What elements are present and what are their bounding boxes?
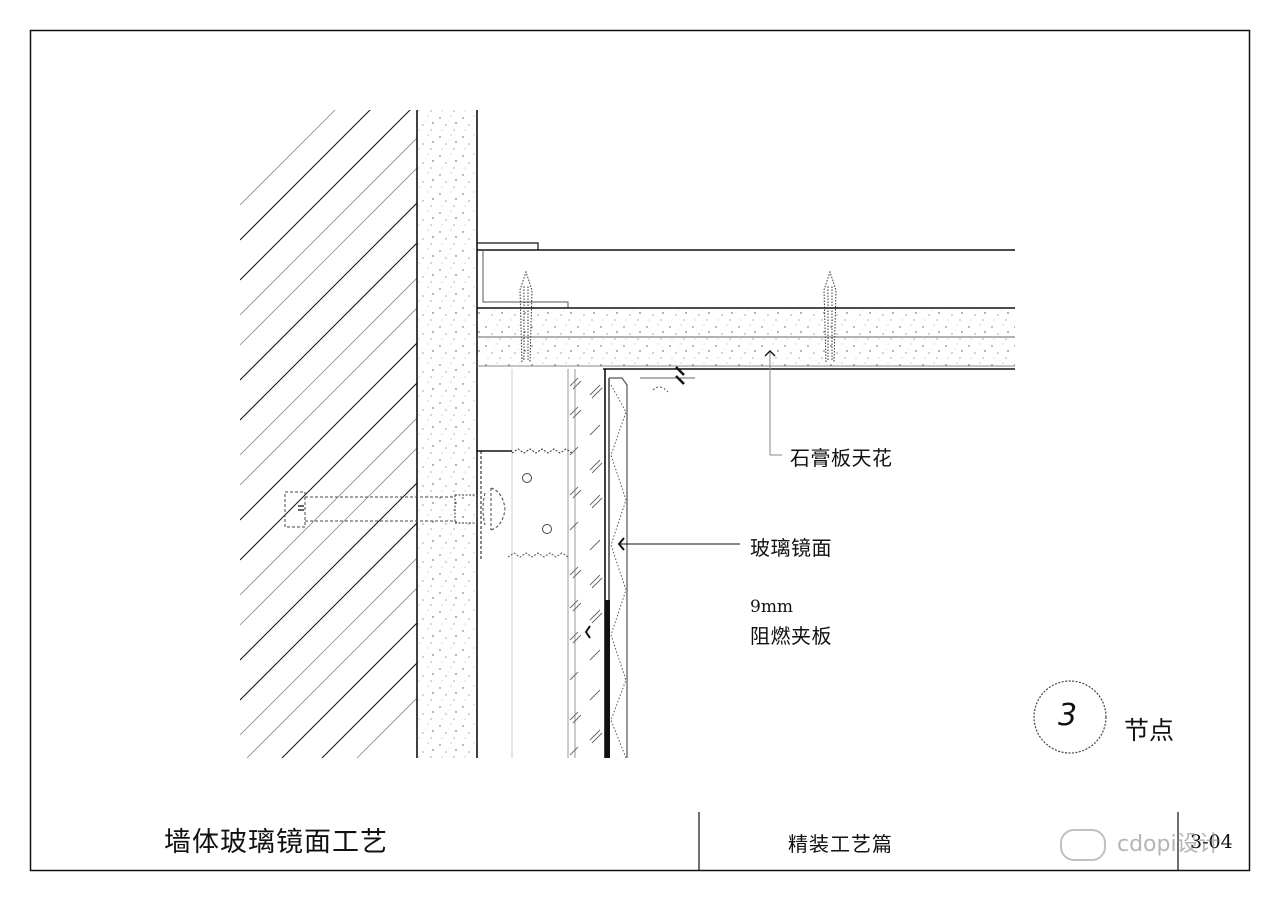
- wall-bracket-assembly: [284, 369, 576, 758]
- drawing-title: 墙体玻璃镜面工艺: [164, 827, 388, 858]
- node-number: 3: [1058, 698, 1078, 733]
- board-material-label: 阻燃夹板: [750, 624, 832, 648]
- mirror-callout-label: 玻璃镜面: [750, 536, 832, 560]
- gypsum-ceiling: [477, 242, 1015, 393]
- chat-bubble-icon: [1060, 829, 1106, 861]
- ceiling-callout-leader: [764, 350, 782, 456]
- watermark: cdopi设计: [1060, 826, 1221, 861]
- node-label: 节点: [1124, 716, 1175, 745]
- sheet-number: 3-04: [1190, 831, 1233, 853]
- drawing-category: 精装工艺篇: [788, 832, 893, 856]
- mirror-panel-assembly: [569, 369, 628, 759]
- node-circle: [1033, 680, 1107, 754]
- watermark-text: cdopi设计: [1117, 832, 1221, 857]
- ceiling-callout-label: 石膏板天花: [790, 446, 893, 470]
- board-thickness-label: 9mm: [750, 597, 794, 617]
- wall-render-layer: [416, 110, 478, 758]
- drawing-frame: [29, 29, 1251, 872]
- structural-wall-hatch: [240, 110, 417, 758]
